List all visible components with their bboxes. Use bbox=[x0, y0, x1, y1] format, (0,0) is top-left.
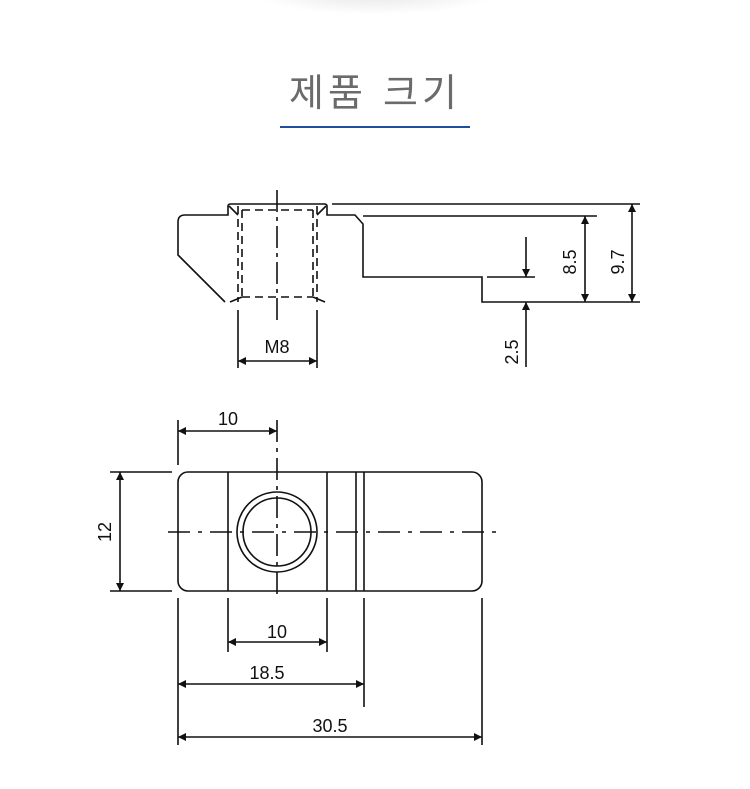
label-8-5: 8.5 bbox=[560, 249, 580, 274]
top-shadow bbox=[250, 0, 500, 15]
label-10-bottom: 10 bbox=[267, 622, 287, 642]
label-18-5: 18.5 bbox=[249, 663, 284, 683]
label-9-7: 9.7 bbox=[608, 249, 628, 274]
top-view bbox=[110, 420, 500, 745]
thread-hidden-lines bbox=[237, 206, 318, 302]
label-30-5: 30.5 bbox=[312, 716, 347, 736]
title-underline bbox=[280, 126, 470, 128]
side-view bbox=[177, 190, 640, 368]
label-12: 12 bbox=[95, 522, 115, 542]
label-2-5: 2.5 bbox=[502, 339, 522, 364]
label-10-top: 10 bbox=[218, 409, 238, 429]
page-title: 제품 크기 bbox=[289, 71, 461, 115]
side-outline bbox=[177, 203, 640, 303]
label-m8: M8 bbox=[264, 337, 289, 357]
